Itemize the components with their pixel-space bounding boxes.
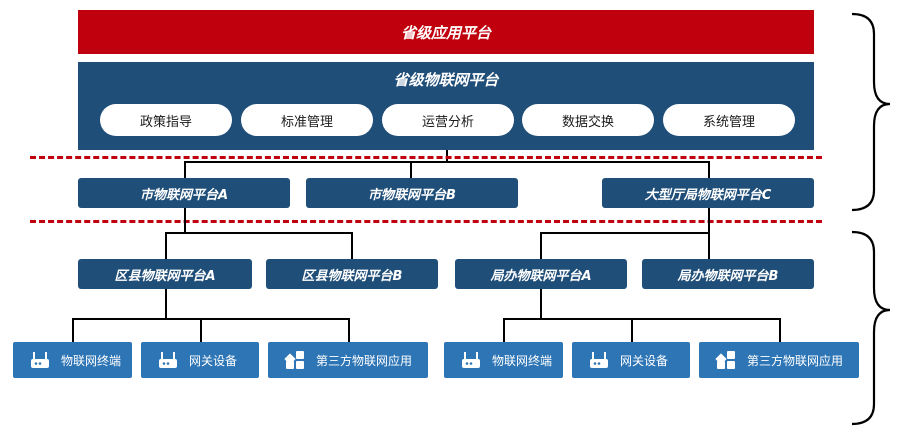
district-platform-label: 局办物联网平台B — [677, 268, 779, 284]
gateway-icon — [157, 349, 179, 371]
module-operation-analysis: 运营分析 — [382, 104, 514, 136]
district-platform-b: 区县物联网平台B — [266, 259, 438, 289]
connector-line — [410, 161, 412, 178]
city-platform-a: 市物联网平台A — [78, 178, 290, 208]
device-third-party-app-left: 第三方物联网应用 — [268, 342, 428, 378]
device-label: 物联网终端 — [492, 353, 553, 368]
module-system-management: 系统管理 — [663, 104, 795, 136]
district-platform-label: 区县物联网平台A — [114, 268, 216, 284]
district-platform-a: 区县物联网平台A — [78, 259, 252, 289]
connector-line — [72, 318, 74, 342]
provincial-iot-platform-title: 省级物联网平台 — [78, 66, 814, 92]
device-label: 第三方物联网应用 — [316, 353, 413, 368]
provincial-iot-title-text: 省级物联网平台 — [393, 70, 499, 89]
level-separator-bottom — [30, 220, 822, 223]
router-icon — [29, 349, 51, 371]
connector-line — [72, 318, 350, 320]
connector-line — [708, 232, 710, 259]
connector-line — [184, 208, 186, 233]
app-grid-icon — [715, 349, 737, 371]
app-grid-icon — [284, 349, 306, 371]
connector-line — [165, 232, 167, 259]
module-label: 政策指导 — [139, 114, 192, 130]
connector-line — [540, 232, 542, 259]
module-policy-guidance: 政策指导 — [100, 104, 232, 136]
device-iot-terminal-left: 物联网终端 — [13, 342, 132, 378]
connector-line — [184, 161, 710, 163]
module-label: 系统管理 — [702, 114, 755, 130]
city-platform-b: 市物联网平台B — [306, 178, 518, 208]
connector-line — [540, 289, 542, 319]
right-brace-upper — [851, 12, 891, 212]
module-label: 运营分析 — [421, 114, 474, 130]
device-label: 网关设备 — [620, 353, 669, 368]
device-label: 网关设备 — [189, 353, 238, 368]
connector-line — [348, 318, 350, 342]
connector-line — [708, 161, 710, 178]
level-separator-top — [30, 156, 822, 159]
connector-line — [708, 208, 710, 233]
bureau-office-platform-a: 局办物联网平台A — [455, 259, 627, 289]
module-data-exchange: 数据交换 — [522, 104, 654, 136]
device-gateway-left: 网关设备 — [141, 342, 259, 378]
connector-line — [503, 318, 505, 342]
connector-line — [351, 232, 353, 259]
device-label: 物联网终端 — [61, 353, 122, 368]
right-brace-lower — [851, 230, 891, 426]
district-platform-label: 区县物联网平台B — [301, 268, 403, 284]
connector-line — [540, 232, 710, 234]
district-platform-label: 局办物联网平台A — [490, 268, 592, 284]
device-gateway-right: 网关设备 — [572, 342, 690, 378]
city-platform-label: 市物联网平台A — [139, 187, 229, 203]
device-label: 第三方物联网应用 — [747, 353, 844, 368]
router-icon — [460, 349, 482, 371]
provincial-app-platform-label: 省级应用平台 — [400, 23, 491, 42]
connector-line — [184, 161, 186, 178]
connector-line — [165, 289, 167, 319]
connector-line — [165, 232, 353, 234]
device-iot-terminal-right: 物联网终端 — [444, 342, 563, 378]
connector-line — [200, 318, 202, 342]
module-standard-management: 标准管理 — [241, 104, 373, 136]
module-label: 标准管理 — [280, 114, 333, 130]
bureau-platform-c: 大型厅局物联网平台C — [602, 178, 814, 208]
module-label: 数据交换 — [561, 114, 614, 130]
city-platform-label: 市物联网平台B — [368, 187, 456, 203]
connector-line — [503, 318, 781, 320]
city-platform-label: 大型厅局物联网平台C — [644, 187, 772, 203]
connector-line — [631, 318, 633, 342]
gateway-icon — [588, 349, 610, 371]
provincial-app-platform: 省级应用平台 — [78, 10, 814, 54]
bureau-office-platform-b: 局办物联网平台B — [642, 259, 814, 289]
connector-line — [779, 318, 781, 342]
device-third-party-app-right: 第三方物联网应用 — [699, 342, 859, 378]
